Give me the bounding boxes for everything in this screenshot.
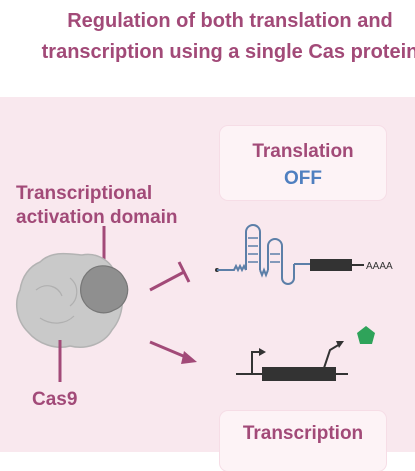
transcription-card-title: Transcription xyxy=(242,423,364,444)
inhibition-arrow xyxy=(149,261,191,292)
title-line-1: Regulation of both translation and xyxy=(67,10,393,32)
title-line-2: transcription using a single Cas protein xyxy=(41,41,415,63)
polya-tail-label: AAAA xyxy=(366,261,393,272)
activation-domain-label-line-2: activation domain xyxy=(16,207,178,228)
translation-state-off: OFF xyxy=(284,168,322,189)
gene-coding-block xyxy=(262,367,336,381)
activation-domain-icon xyxy=(80,265,129,314)
mrna-hairpin-icon xyxy=(215,224,310,285)
translation-card: Translation OFF xyxy=(220,126,386,200)
cas9-label: Cas9 xyxy=(32,389,78,410)
figure-title: Regulation of both translation and trans… xyxy=(0,6,415,68)
activation-arrow xyxy=(149,340,197,364)
diagram-graphics: AAAA xyxy=(15,224,393,382)
activation-domain-label-line-1: Transcriptional xyxy=(16,183,153,204)
coding-region-block xyxy=(310,259,352,271)
activation-domain-label: Transcriptional activation domain xyxy=(16,182,178,230)
translation-card-title: Translation xyxy=(252,141,354,162)
expressed-product-icon xyxy=(357,326,375,344)
